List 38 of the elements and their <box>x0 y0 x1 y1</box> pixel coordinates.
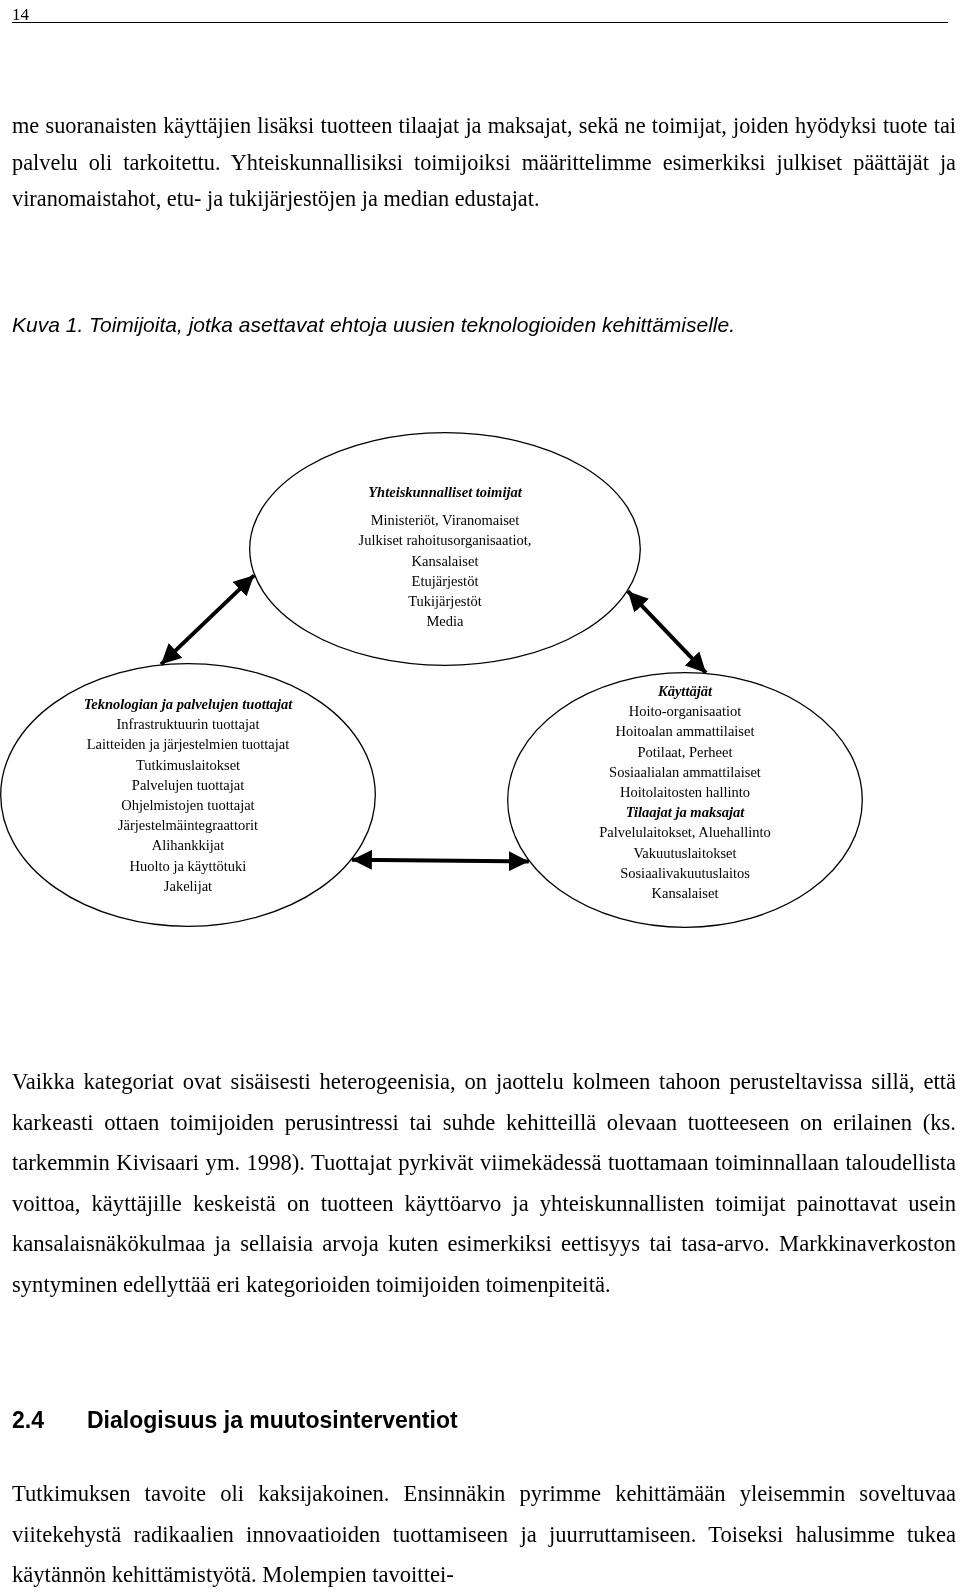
list-item: Sosiaalivakuutuslaitos <box>620 863 750 883</box>
page-number: 14 <box>12 4 29 26</box>
list-item: Järjestelmäintegraattorit <box>117 816 259 836</box>
group-heading: Teknologian ja palvelujen tuottajat <box>83 695 293 714</box>
double-arrow <box>351 849 529 872</box>
list-item: Kansalaiset <box>411 551 479 571</box>
list-item: Hoitoalan ammattilaiset <box>615 722 755 742</box>
list-item: Vakuutuslaitokset <box>633 843 737 863</box>
double-arrow <box>159 573 256 666</box>
paragraph: Vaikka kategoriat ovat sisäisesti heterogeenisia, on jaottelu kolmeen tahoon perusteltavissa sillä, että karkeasti ottaen toimijoiden perusintressi tai suhde kehitteillä olevaan tuotteeseen on erilainen (ks. tarkemmin Kivisaari ym. 1998). Tuottajat pyrkivät viimekädessä tuottamaan toiminnallaan taloudellista voittoa, käyttäjille keskeistä on tuotteen käyttöarvo ja yhteiskunnallisten toimijat painottavat usein kansalaisnäkökulmaa ja sellaisia arvoja kuten esimerkiksi eettisyys tai tasa-arvo. Markkinaverkoston syntyminen edellyttää eri kategorioiden toimijoiden toimenpiteitä. <box>12 1068 956 1299</box>
list-item: Hoitolaitosten hallinto <box>619 783 751 802</box>
list-item: Laitteiden ja järjestelmien tuottajat <box>86 735 290 755</box>
paragraph: me suoranaisten käyttäjien lisäksi tuotteen tilaajat ja maksajat, sekä ne toimijat, joiden hyödyksi tuote tai palvelu oli tarkoitettu. Yhteiskunnallisiksi toimijoiksi määrittelimme esimerkiksi julkiset päättäjät ja viranomaistahot, etu- ja tukijärjestöjen ja median edustajat. <box>12 112 956 214</box>
group-heading: Tilaajat ja maksajat <box>625 803 745 823</box>
list-item: Palvelulaitokset, Aluehallinto <box>599 823 771 843</box>
list-item: Huolto ja käyttötuki <box>129 856 247 876</box>
section-heading: Dialogisuus ja muutosinterventiot <box>87 1406 458 1435</box>
list-item: Kansalaiset <box>651 884 719 904</box>
list-item: Ministeriöt, Viranomaiset <box>370 511 520 531</box>
list-item: Etujärjestöt <box>411 571 479 591</box>
list-item: Ohjelmistojen tuottajat <box>121 796 255 815</box>
list-item: Julkiset rahoitusorganisaatiot, <box>358 531 532 551</box>
paragraph: Tutkimuksen tavoite oli kaksijakoinen. Ensinnäkin pyrimme kehittämään yleisemmin soveltuvaa viitekehystä radikaalien innovaatioiden tuottamiseen ja juurruttamiseen. Toiseksi halusimme tukea käytännön kehittämistyötä. Molempien tavoittei- <box>12 1480 956 1589</box>
group-heading: Yhteiskunnalliset toimijat <box>368 483 522 502</box>
list-item: Infrastruktuurin tuottajat <box>116 715 260 735</box>
list-item: Sosiaalialan ammattilaiset <box>609 762 761 782</box>
list-item: Media <box>426 612 464 632</box>
double-arrow <box>626 589 708 675</box>
list-item: Tukijärjestöt <box>408 592 482 611</box>
list-item: Tutkimuslaitokset <box>135 755 241 775</box>
list-item: Potilaat, Perheet <box>637 742 733 762</box>
figure-caption: Kuva 1. Toimijoita, jotka asettavat ehtoja uusien teknologioiden kehittämiselle. <box>12 312 735 338</box>
list-item: Palvelujen tuottajat <box>131 775 245 795</box>
list-item: Hoito-organisaatiot <box>628 702 742 722</box>
list-item: Alihankkijat <box>151 836 225 856</box>
list-item: Jakelijat <box>163 876 213 896</box>
section-number: 2.4 <box>12 1406 44 1435</box>
group-heading: Käyttäjät <box>658 682 712 701</box>
